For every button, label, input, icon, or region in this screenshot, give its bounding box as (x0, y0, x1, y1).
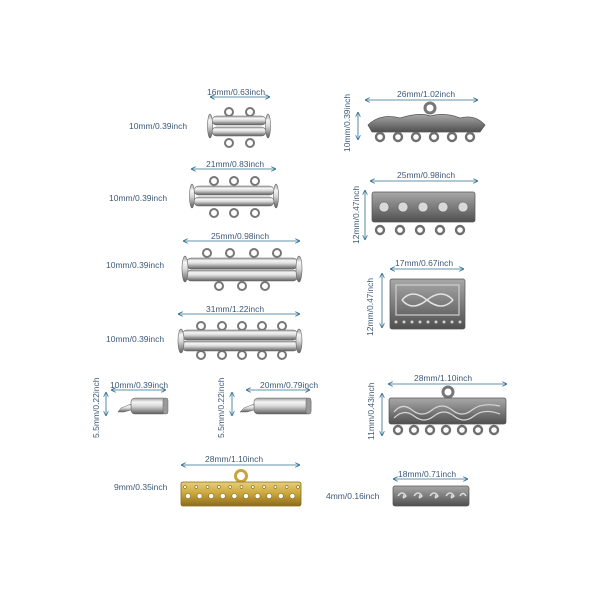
height-label-slide-clasp-4-strand: 10mm/0.39inch (106, 260, 165, 270)
height-label-tube-clasp-long: 5.5mm/0.22inch (216, 377, 226, 438)
gold-bar-hole (208, 493, 215, 499)
gold-bar-dot (194, 485, 199, 489)
gold-bar-hole (185, 493, 191, 499)
gold-bar-dot (183, 485, 187, 489)
gold-bar-dot (239, 485, 244, 489)
gold-bar-hole (254, 493, 261, 499)
width-label-gold-connector-bar: 28mm/1.10inch (205, 454, 264, 464)
filigree-panel (389, 278, 466, 330)
gold-bar-hole (219, 493, 226, 499)
leaf-connector (367, 101, 486, 143)
height-label-wave-connector: 11mm/0.43inch (366, 382, 376, 440)
width-label-slide-clasp-2-strand: 16mm/0.63inch (207, 87, 266, 97)
tube-clasp-long (239, 397, 312, 415)
height-label-slide-clasp-3-strand: 10mm/0.39inch (109, 193, 168, 203)
width-label-wave-connector: 28mm/1.10inch (414, 373, 473, 383)
gold-bar-dot (205, 485, 210, 489)
width-label-filigree-panel: 17mm/0.67inch (395, 258, 454, 268)
width-label-slide-clasp-3-strand: 21mm/0.83inch (206, 159, 265, 169)
gold-connector-bar (180, 469, 302, 507)
gold-bar-hole (196, 493, 203, 499)
width-label-tube-clasp-small: 10mm/0.39inch (110, 380, 169, 390)
width-label-flower-connector: 25mm/0.98inch (397, 170, 456, 180)
flower-connector (371, 191, 476, 236)
height-label-scroll-bar: 4mm/0.16inch (326, 491, 380, 501)
gold-bar-hole (243, 493, 249, 499)
height-label-gold-connector-bar: 9mm/0.35inch (114, 482, 168, 492)
gold-bar-hole (231, 493, 238, 499)
slide-clasp-4-strand (181, 248, 303, 291)
dimension-lines (106, 97, 507, 479)
slide-clasp-3-strand (189, 176, 279, 218)
tube-clasp-small (117, 397, 169, 415)
gold-bar-dot (262, 485, 266, 489)
width-label-scroll-bar: 18mm/0.71inch (398, 469, 457, 479)
gold-bar-dot (228, 485, 232, 489)
slide-clasp-2-strand (207, 107, 271, 148)
gold-bar-hole (266, 493, 273, 499)
height-label-leaf-connector: 10mm/0.39inch (342, 93, 352, 152)
width-label-tube-clasp-long: 20mm/0.79inch (260, 380, 319, 390)
gold-bar-dot (285, 485, 289, 489)
height-label-slide-clasp-5-strand: 10mm/0.39inch (106, 334, 165, 344)
gold-bar-dot (273, 485, 278, 489)
gold-bar-hole (289, 493, 296, 499)
wave-connector (388, 385, 507, 436)
gold-bar-dot (251, 485, 255, 489)
width-label-slide-clasp-5-strand: 31mm/1.22inch (206, 304, 265, 314)
width-label-leaf-connector: 26mm/1.02inch (397, 89, 456, 99)
width-label-slide-clasp-4-strand: 25mm/0.98inch (211, 231, 270, 241)
gold-bar-hole (277, 493, 284, 499)
height-label-slide-clasp-2-strand: 10mm/0.39inch (129, 121, 188, 131)
height-label-filigree-panel: 12mm/0.47inch (365, 277, 375, 336)
slide-clasp-5-strand (177, 321, 303, 360)
gold-bar-dot (296, 485, 300, 489)
gold-bar-dot (217, 485, 221, 489)
height-label-tube-clasp-small: 5.5mm/0.22inch (91, 377, 101, 438)
scroll-bar (392, 485, 470, 507)
height-label-flower-connector: 12mm/0.47inch (351, 185, 361, 244)
